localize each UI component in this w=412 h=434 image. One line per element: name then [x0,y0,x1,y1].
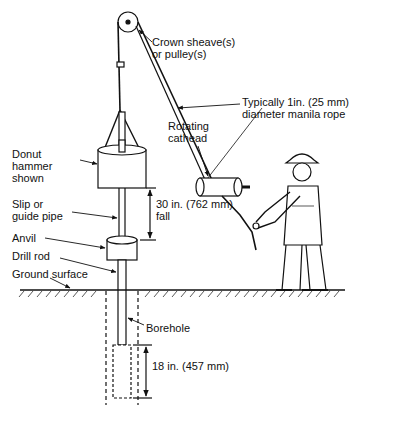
label-text: 30 in. (762 mm) fall [156,198,233,222]
ground-hatch [19,291,24,297]
ground-hatch [55,291,60,297]
ground-hatch [334,291,339,297]
guide-pipe-label: Slip or guide pipe [12,198,72,222]
ground-hatch [145,291,150,297]
split-spoon-sampler [113,345,131,398]
ground-hatch [154,291,159,297]
label-text: Ground surface [12,268,88,280]
ground-hatch [172,291,177,297]
sheave-label: Crown sheave(s) or pulley(s) [152,36,244,60]
label-text: Slip or guide pipe [12,198,63,222]
drill-rod-label: Drill rod [12,250,64,262]
ground-hatch [226,291,231,297]
fall-dimension-label: 30 in. (762 mm) fall [156,198,236,222]
ground-hatch [271,291,276,297]
label-text: Typically 1in. (25 mm) diameter manila r… [242,96,349,120]
ground-hatch [289,291,294,297]
penetration-dimension-label: 18 in. (457 mm) [152,360,232,372]
fall-dimension [149,190,150,238]
rope-label: Typically 1in. (25 mm) diameter manila r… [242,96,374,120]
label-text: Borehole [146,322,190,334]
ground-hatch [244,291,249,297]
label-text: Rotating cathead [168,120,209,144]
label-text: Crown sheave(s) or pulley(s) [152,36,235,60]
label-text: Donut hammer shown [12,148,52,184]
ground-hatch [199,291,204,297]
ground-hatch [181,291,186,297]
crown-sheave [118,12,138,32]
ground-hatch [73,291,78,297]
ground-line [20,289,345,290]
label-text: Anvil [12,232,36,244]
ground-hatch [217,291,222,297]
rotating-cathead [196,178,250,196]
cathead-label: Rotating cathead [168,120,230,144]
ground-hatch [235,291,240,297]
drill-rod [118,260,126,345]
borehole-wall [105,291,106,405]
borehole-label: Borehole [146,322,206,334]
ground-hatch [46,291,51,297]
ground-hatch [316,291,321,297]
ground-hatch [163,291,168,297]
ground-hatch [190,291,195,297]
ground-hatch [91,291,96,297]
label-text: 18 in. (457 mm) [152,360,229,372]
hammer-label: Donut hammer shown [12,148,80,184]
ground-hatch [325,291,330,297]
penetration-dimension [145,347,146,396]
donut-hammer [98,140,146,188]
label-text: Drill rod [12,250,50,262]
ground-hatch [253,291,258,297]
ground-label: Ground surface [12,268,102,280]
ground-hatch [64,291,69,297]
operator-figure [253,154,328,290]
ground-hatch [298,291,303,297]
anvil [107,236,137,260]
ground-hatch [28,291,33,297]
ground-hatch [37,291,42,297]
ground-hatch [82,291,87,297]
ground-hatch [307,291,312,297]
anvil-label: Anvil [12,232,52,244]
ground-hatch [280,291,285,297]
ground-hatch [262,291,267,297]
ground-hatch [208,291,213,297]
